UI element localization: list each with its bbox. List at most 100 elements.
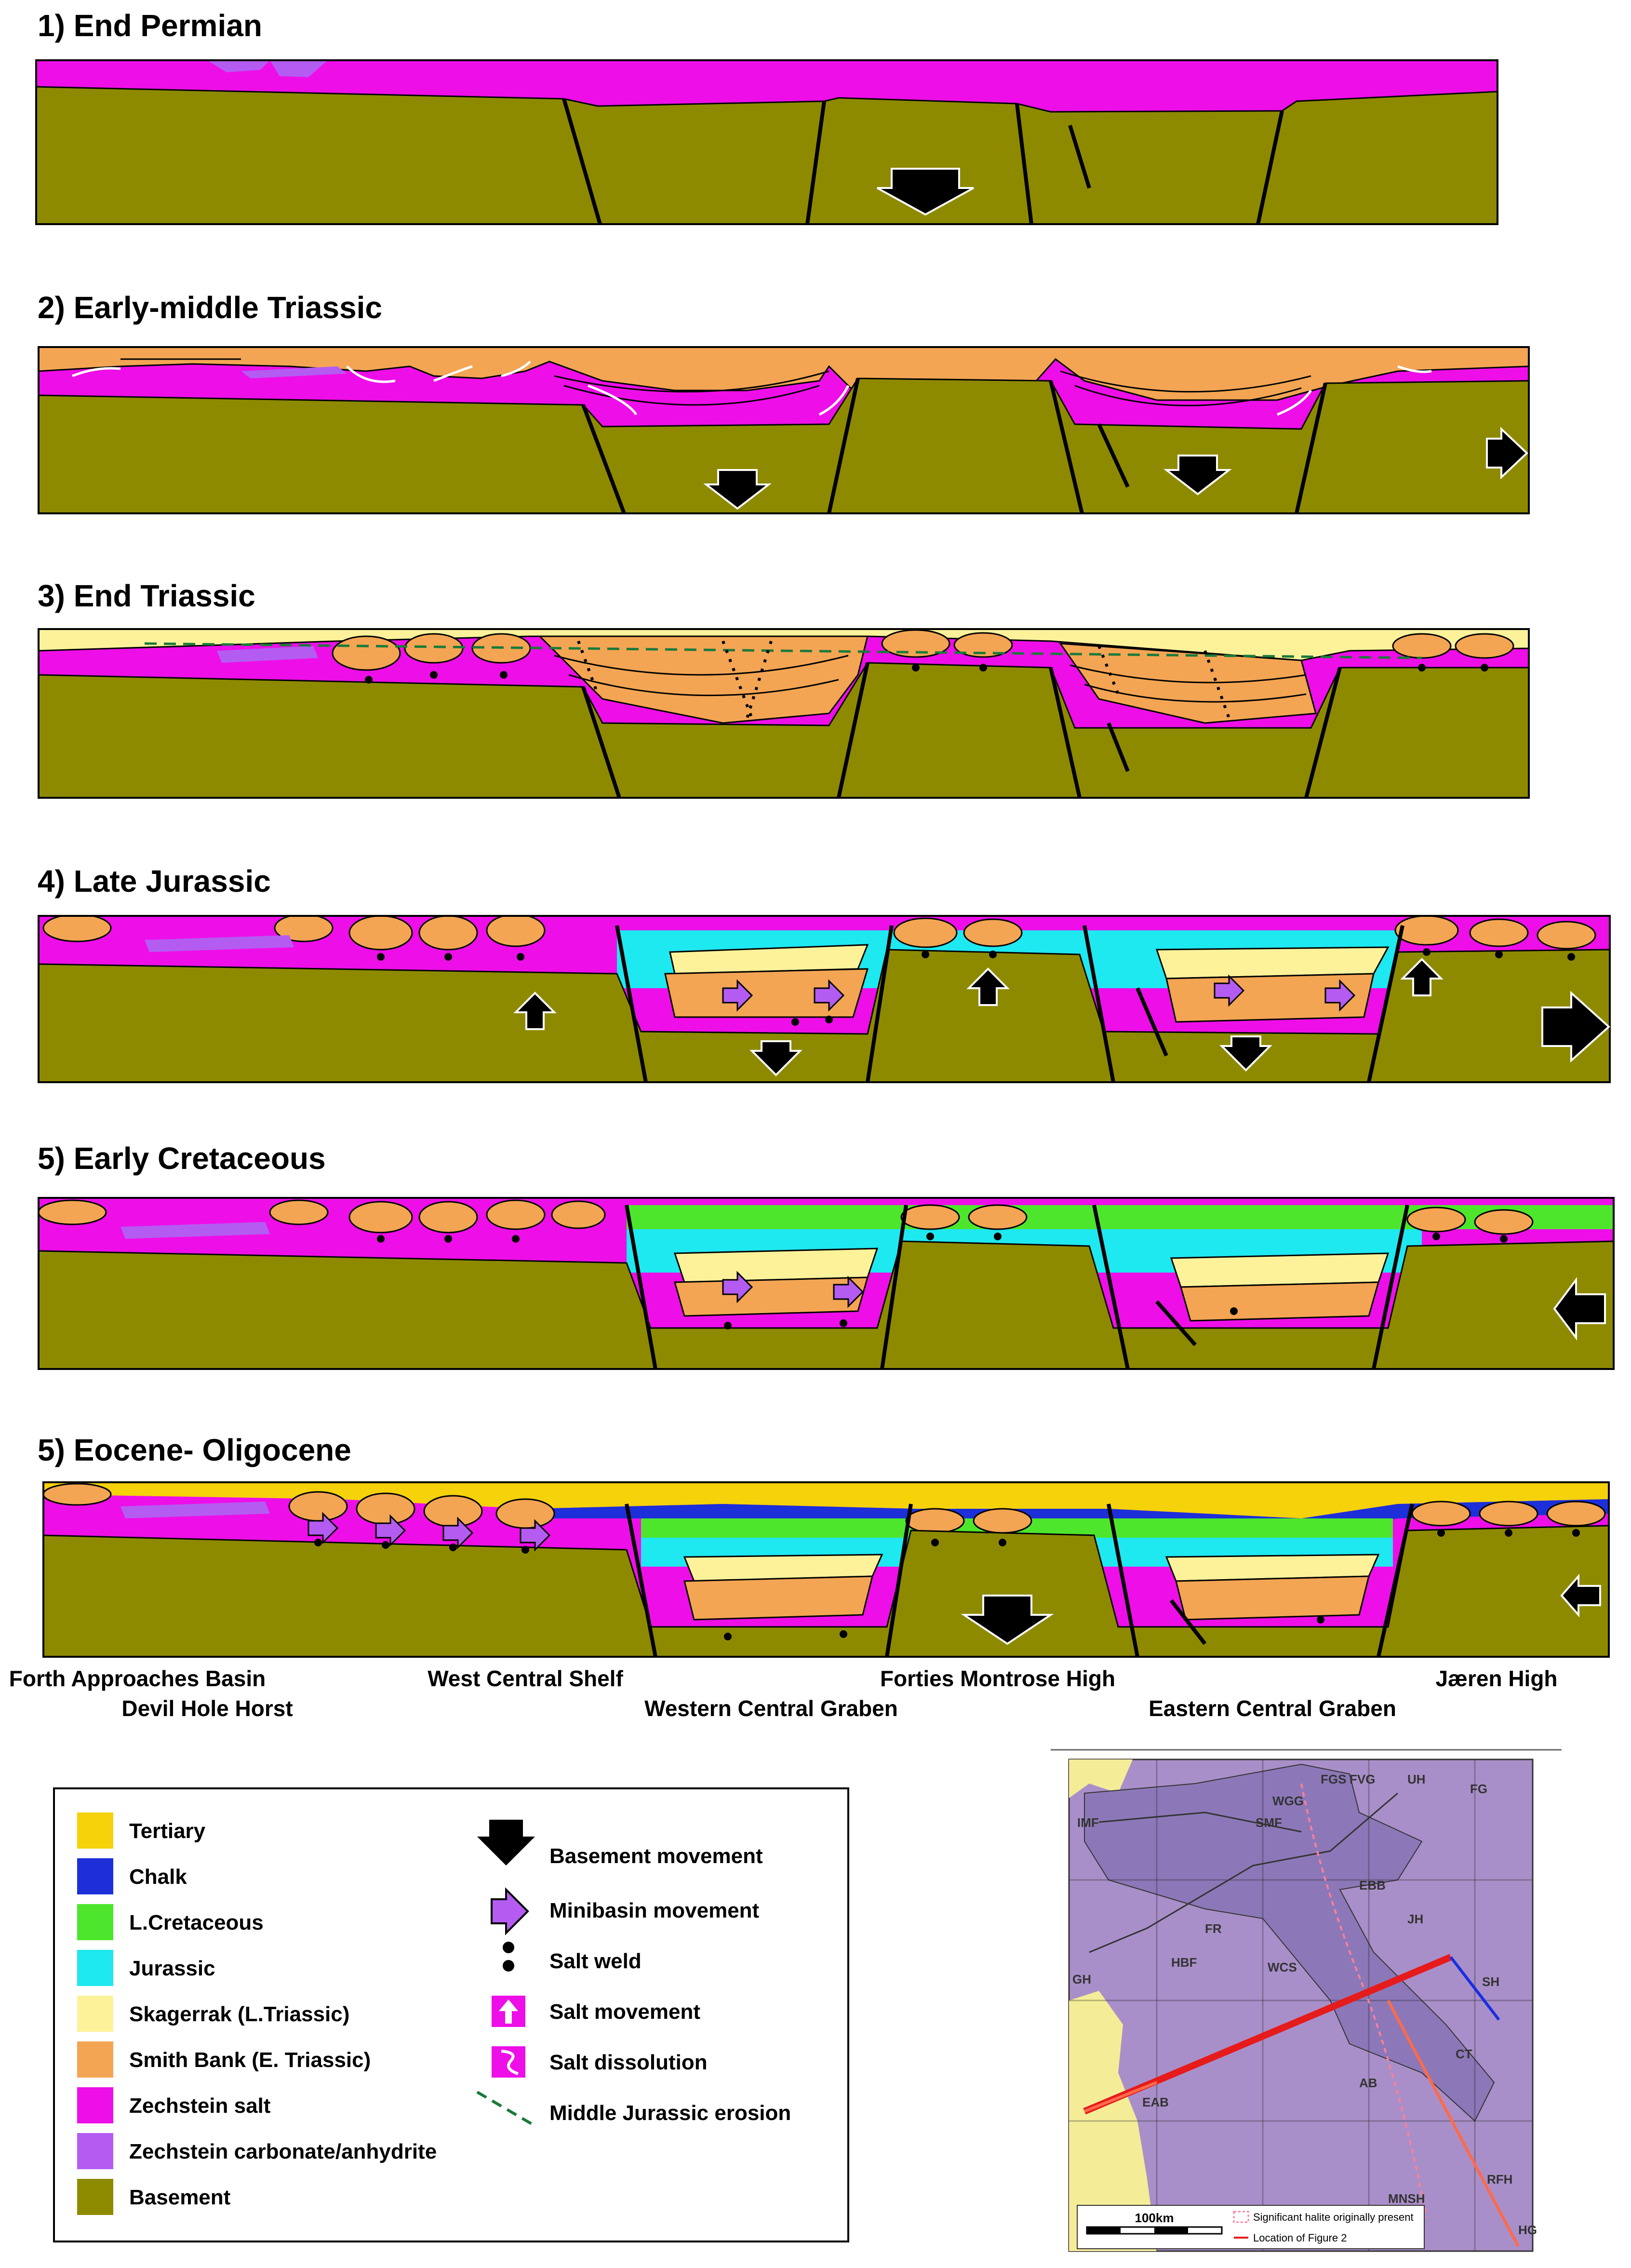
faults [581, 378, 1327, 514]
basement [39, 662, 1529, 798]
swatch-basement [77, 2179, 113, 2215]
basement-movement-icon [1163, 455, 1232, 496]
label-jaeren-high: Jæren High [1435, 1666, 1557, 1691]
lower-cretaceous-layer [627, 1205, 1614, 1229]
halite-limit-line [1300, 1783, 1428, 2218]
svg-text:EBB: EBB [1359, 1878, 1386, 1892]
label-western-central-graben: Western Central Graben [644, 1696, 898, 1721]
label-devil-hole-horst: Devil Hole Horst [121, 1696, 293, 1721]
basement-movement-icon [877, 168, 974, 216]
svg-text:GH: GH [1072, 1972, 1091, 1986]
swatch-skagerrak [77, 1996, 113, 2032]
svg-text:HG: HG [1518, 2223, 1537, 2237]
panel-title: 4) Late Jurassic [38, 864, 271, 899]
svg-text:SMF: SMF [1256, 1815, 1282, 1830]
structural-high-area [1084, 1763, 1495, 2122]
legend-symbols: Basement movement Minibasin movement Sal… [476, 1820, 791, 2127]
basement [39, 377, 1529, 513]
legend-label: L.Cretaceous [129, 1911, 264, 1934]
legend-label: Jurassic [129, 1957, 215, 1980]
svg-text:EAB: EAB [1142, 2095, 1169, 2109]
faults [625, 1503, 1414, 1657]
carbonate-lens [217, 646, 318, 663]
arrow-up-icon [499, 2000, 518, 2024]
legend-label: Middle Jurassic erosion [549, 2101, 791, 2125]
svg-text:WCS: WCS [1268, 1960, 1297, 1974]
swatch-zechstein-salt [77, 2087, 113, 2123]
panel-title: 1) End Permian [38, 8, 262, 43]
basement [36, 86, 1497, 224]
salt-weld-dots [365, 664, 1488, 684]
basement-movement-icon [961, 1573, 1601, 1645]
smith-bank-minibasin [664, 968, 869, 1018]
legend-label: Tertiary [129, 1819, 206, 1843]
svg-text:FGS: FGS [1321, 1772, 1346, 1786]
swatch-zechstein-carbonate [77, 2133, 113, 2169]
smith-bank-minibasin [1175, 1575, 1370, 1621]
skagerrak-layer [673, 1248, 879, 1283]
panel-2-early-middle-triassic: 2) Early-middle Triassic [38, 290, 1530, 514]
svg-text:SH: SH [1482, 1974, 1499, 1989]
faults [581, 662, 1342, 799]
panel-frame [38, 915, 1611, 1083]
panel-3-end-triassic: 3) End Triassic [38, 578, 1530, 799]
basement-movement-icon [1553, 1277, 1606, 1341]
structural-labels: Forth Approaches Basin Devil Hole Horst … [9, 1666, 1558, 1721]
squiggle-icon [501, 2050, 519, 2075]
panel-title: 5) Eocene- Oligocene [38, 1433, 351, 1467]
faults [562, 98, 1284, 225]
svg-text:RFH: RFH [1487, 2172, 1512, 2187]
smith-bank-minibasin [1058, 643, 1317, 724]
middle-jurassic-erosion-line [144, 642, 1422, 659]
legend-label: Chalk [129, 1865, 187, 1889]
faults [625, 1205, 1409, 1369]
panel-title: 2) Early-middle Triassic [38, 290, 382, 325]
carbonate-lens [241, 366, 347, 378]
arrow-down-icon [477, 1820, 535, 1865]
skagerrak-layer [1170, 1252, 1390, 1288]
label-eastern-central-graben: Eastern Central Graben [1149, 1696, 1396, 1721]
svg-text:WGG: WGG [1272, 1794, 1304, 1808]
map-key-box [1077, 2205, 1425, 2249]
panel-5-early-cretaceous: 5) Early Cretaceous [38, 1141, 1615, 1370]
minibasin-movement-icon [307, 1512, 551, 1552]
salt-pillow-minibasins [332, 629, 1514, 671]
salt-movement-arrows [72, 361, 1432, 416]
smith-bank-minibasin [1180, 1281, 1380, 1322]
panel-title: 3) End Triassic [38, 578, 255, 613]
label-forties-montrose-high: Forties Montrose High [880, 1666, 1115, 1691]
map-key-location: Location of Figure 2 [1253, 2232, 1347, 2244]
smith-bank-minibasin [683, 1575, 873, 1621]
svg-text:FG: FG [1470, 1782, 1487, 1796]
svg-text:CT: CT [1456, 2047, 1472, 2061]
carbonate-lens [270, 60, 328, 77]
map-grid [1069, 1759, 1533, 2251]
dashed-line-icon [476, 2091, 536, 2127]
panel-frame [38, 346, 1530, 514]
swatch-tertiary [77, 1812, 113, 1849]
basement-movement-icon [703, 469, 772, 510]
carbonate-lens [120, 1502, 270, 1518]
salt-pillow-minibasins [43, 1483, 1606, 1534]
blue-line [1449, 1956, 1500, 2021]
svg-text:MNSH: MNSH [1388, 2191, 1425, 2206]
basement-movement-icon [513, 958, 1610, 1076]
panel-frame [42, 1481, 1610, 1658]
legend-label: Basement [129, 2186, 231, 2209]
svg-text:IMF: IMF [1077, 1815, 1099, 1830]
panel-6-eocene-oligocene: 5) Eocene- Oligocene [38, 1433, 1610, 1658]
land-area [1069, 1991, 1157, 2251]
arrow-right-icon [491, 1887, 529, 1935]
label-forth-approaches-basin: Forth Approaches Basin [9, 1666, 266, 1691]
panel-1-end-permian: 1) End Permian [35, 8, 1498, 225]
legend-label: Skagerrak (L.Triassic) [129, 2002, 349, 2026]
basement [39, 1240, 1614, 1369]
land-area [1069, 1759, 1133, 1798]
salt-weld-dots [314, 1529, 1580, 1640]
svg-text:UH: UH [1407, 1772, 1426, 1786]
map-key-halite: Significant halite originally present [1253, 2211, 1414, 2223]
svg-text:AB: AB [1359, 2076, 1377, 2090]
faults [615, 925, 1404, 1083]
scale-label: 100km [1135, 2211, 1174, 2225]
